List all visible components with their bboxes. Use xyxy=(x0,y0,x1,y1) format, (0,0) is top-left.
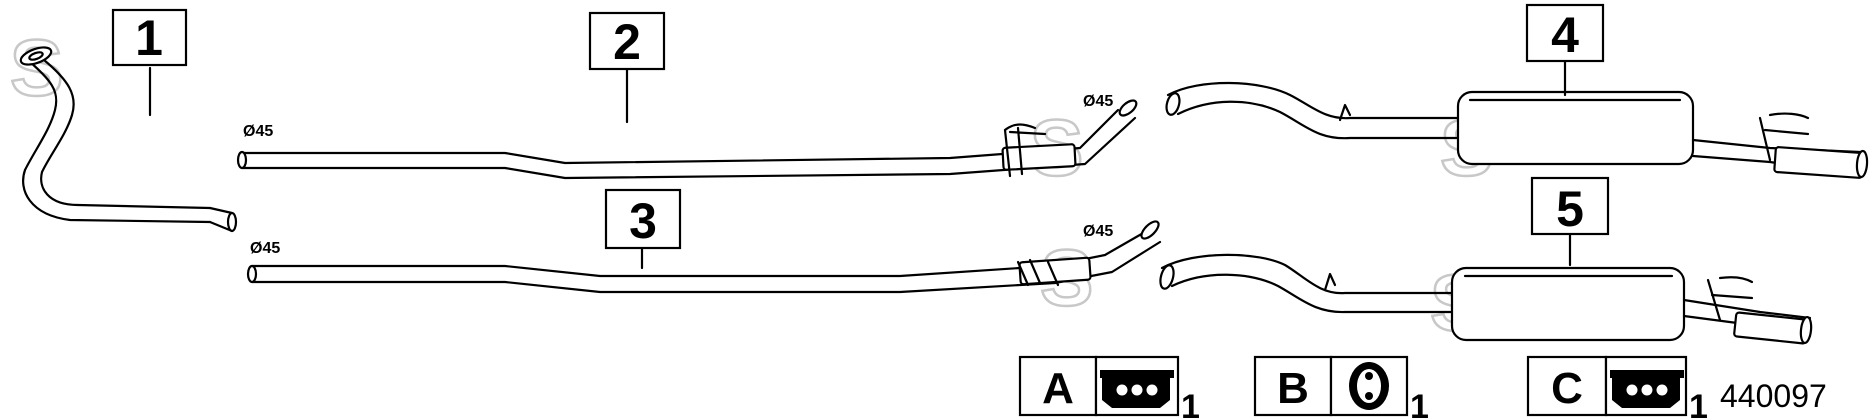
legend-b-qty: 1 xyxy=(1410,388,1429,420)
rubber-ring-hanger-icon xyxy=(1349,362,1389,410)
reference-number: 440097 xyxy=(1720,378,1827,414)
callout-3-label: 3 xyxy=(629,193,657,249)
diameter-label-4: Ø45 xyxy=(1083,223,1113,240)
part-3-intermediate-pipe xyxy=(246,220,1162,294)
legend-b-letter: B xyxy=(1277,364,1309,413)
callout-1-label: 1 xyxy=(135,10,163,66)
callout-3: 3 xyxy=(604,188,682,250)
diameter-label-2: Ø45 xyxy=(1083,93,1113,110)
diameter-label-3: Ø45 xyxy=(250,240,280,257)
legend-c-letter: C xyxy=(1551,364,1583,413)
callout-2: 2 xyxy=(588,11,666,71)
callout-1: 1 xyxy=(111,8,188,67)
callout-4: 4 xyxy=(1525,3,1605,63)
callout-2-label: 2 xyxy=(613,14,641,70)
callout-5-label: 5 xyxy=(1556,181,1584,237)
callout-5: 5 xyxy=(1530,176,1610,237)
legend-item-a: A 1 xyxy=(1018,355,1200,420)
legend-item-c: C 1 xyxy=(1526,355,1708,420)
diameter-label-1: Ø45 xyxy=(243,123,273,140)
rubber-hanger-3-hole-icon xyxy=(1100,370,1174,408)
legend-a-qty: 1 xyxy=(1181,388,1200,420)
legend-c-qty: 1 xyxy=(1689,388,1708,420)
part-1-front-pipe xyxy=(19,46,238,233)
rubber-hanger-3-hole-icon xyxy=(1610,370,1684,408)
part-2-intermediate-pipe xyxy=(236,99,1138,180)
callout-4-label: 4 xyxy=(1551,7,1579,63)
part-4-rear-silencer xyxy=(1165,81,1869,179)
part-5-rear-silencer xyxy=(1159,253,1813,345)
watermarks: S S S S S xyxy=(9,22,1495,349)
legend-item-b: B 1 xyxy=(1253,355,1429,420)
legend-a-letter: A xyxy=(1042,364,1074,413)
leader-lines xyxy=(148,58,1572,270)
